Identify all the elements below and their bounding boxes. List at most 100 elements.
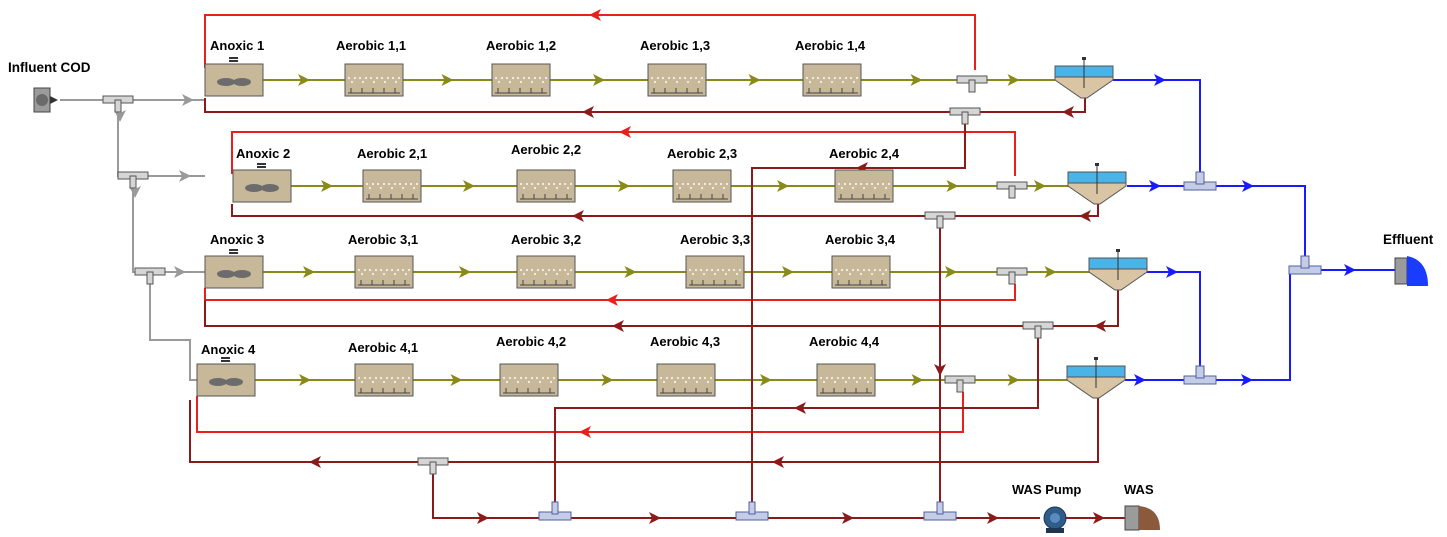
bubble-mark [725, 182, 729, 186]
bubble-mark [867, 268, 871, 272]
recycle-splitter-4 [944, 375, 976, 393]
bubble-mark [827, 76, 831, 80]
combiner-branch [551, 501, 559, 515]
clarifier-motor [1095, 163, 1099, 166]
bubble-mark [519, 80, 523, 84]
flow-arrow [910, 74, 923, 86]
bubble-mark [719, 182, 723, 186]
flow-arrow [945, 266, 957, 278]
bubble-mark [833, 76, 837, 80]
bubble-mark [363, 376, 367, 380]
aerobic-tank-2-2 [516, 169, 576, 203]
tee-branch [429, 461, 437, 475]
aerobic-tank-2-4 [834, 169, 894, 203]
flow-arrow [582, 106, 594, 118]
bubble-mark [670, 376, 674, 380]
bubble-mark [368, 376, 372, 380]
bubble-mark [689, 76, 693, 80]
bubble-mark [673, 380, 677, 384]
bubble-mark [368, 268, 372, 272]
flow-arrow [606, 294, 618, 306]
bubble-mark [713, 272, 717, 276]
tank-body [232, 169, 292, 203]
bubble-mark [665, 376, 669, 380]
flow-arrow [463, 180, 475, 192]
tank-body [802, 63, 862, 97]
tank-body [672, 169, 732, 203]
bubble-mark [686, 80, 690, 84]
bubble-mark [838, 76, 842, 80]
flow-arrow [619, 126, 631, 138]
bubble-mark [716, 268, 720, 272]
tank-body [196, 363, 256, 397]
bubble-mark [816, 76, 820, 80]
bubble-mark [533, 186, 537, 190]
bubble-mark [379, 268, 383, 272]
bubble-mark [530, 376, 534, 380]
bubble-mark [703, 182, 707, 186]
tank-body [354, 255, 414, 289]
aerobic-tank-3-1 [354, 255, 414, 289]
bubble-mark [396, 268, 400, 272]
bubble-mark [505, 76, 509, 80]
flow-arrow [1242, 180, 1254, 192]
flow-arrow [624, 266, 637, 278]
bubble-mark [700, 186, 704, 190]
bubble-mark [371, 380, 375, 384]
bubble-mark [538, 76, 542, 80]
bubble-mark [819, 376, 823, 380]
bubble-mark [563, 268, 567, 272]
bubble-mark [681, 182, 685, 186]
aerobic-4-1-label: Aerobic 4,1 [348, 340, 418, 355]
flow-arrow [299, 374, 311, 386]
bubble-mark [705, 268, 709, 272]
was-splitter-2 [924, 211, 956, 229]
combiner-branch [936, 501, 944, 515]
aerobic-2-2-label: Aerobic 2,2 [511, 142, 581, 157]
bubble-mark [843, 182, 847, 186]
bubble-mark [404, 272, 408, 276]
flow-arrow [1062, 106, 1074, 118]
bubble-mark [855, 76, 859, 80]
mixer-mark [221, 357, 230, 359]
bubble-mark [703, 376, 707, 380]
bubble-mark [525, 182, 529, 186]
flow-arrow [1149, 180, 1161, 192]
bubble-mark [833, 380, 837, 384]
bubble-mark [382, 272, 386, 276]
bubble-mark [735, 272, 739, 276]
bubble-mark [390, 376, 394, 380]
mixer-icon [245, 184, 263, 192]
bubble-mark [546, 376, 550, 380]
bubble-mark [390, 268, 394, 272]
mixer-branch [1195, 171, 1205, 185]
bubble-mark [371, 182, 375, 186]
effluent-line-3 [1125, 271, 1201, 381]
bubble-mark [849, 76, 853, 80]
mixer-mark [257, 163, 266, 165]
bubble-mark [822, 76, 826, 80]
bubble-mark [870, 272, 874, 276]
bubble-mark [858, 376, 862, 380]
aerobic-tank-4-3 [656, 363, 716, 397]
bubble-mark [376, 182, 380, 186]
bubble-mark [884, 268, 888, 272]
bubble-mark [374, 376, 378, 380]
ras-line-4 [189, 398, 1099, 463]
pump-base [1046, 528, 1064, 533]
bubble-mark [368, 186, 372, 190]
mixer-icon [225, 378, 243, 386]
bubble-mark [675, 182, 679, 186]
bubble-mark [369, 76, 373, 80]
bubble-mark [727, 268, 731, 272]
flow-arrow [649, 512, 661, 524]
aerobic-tank-3-2 [516, 255, 576, 289]
tee-branch [968, 79, 976, 93]
was-branch-3 [554, 336, 1039, 512]
bubble-mark [851, 268, 855, 272]
bubble-mark [721, 268, 725, 272]
flow-arrow [612, 320, 624, 332]
bubble-mark [549, 380, 553, 384]
bubble-mark [676, 376, 680, 380]
influent-label: Influent COD [8, 60, 91, 75]
